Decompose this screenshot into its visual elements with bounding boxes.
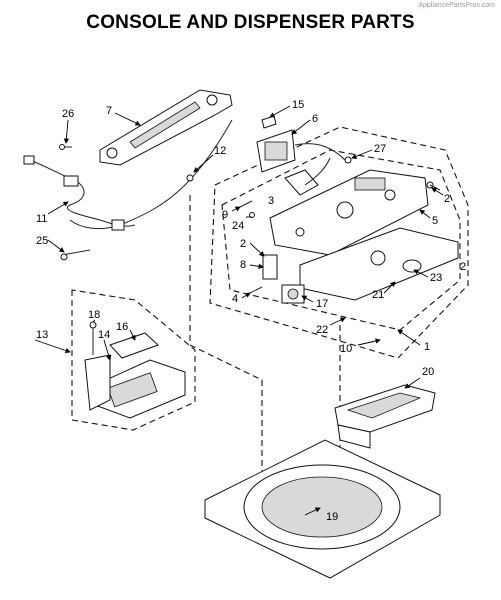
- label-part-2-top: 2: [444, 193, 450, 205]
- diagram-title: CONSOLE AND DISPENSER PARTS: [86, 12, 415, 33]
- label-part-9: 9: [222, 209, 228, 221]
- label-part-23: 23: [430, 272, 442, 284]
- part-25-wire-tie: [60, 249, 91, 261]
- part-9-hardware: [239, 200, 253, 208]
- label-part-2-right: 2: [460, 261, 466, 273]
- label-part-17: 17: [316, 298, 328, 310]
- part-27-screw: [344, 156, 352, 164]
- label-part-10: 10: [340, 343, 352, 355]
- label-part-18: 18: [88, 309, 100, 321]
- part-23-knob: [402, 259, 422, 273]
- label-part-15: 15: [292, 99, 304, 111]
- label-part-20: 20: [422, 366, 434, 378]
- part-8-lock: [262, 254, 278, 280]
- part-19-washer-top: [204, 439, 441, 579]
- part-20-dispenser-drawer: [334, 384, 436, 449]
- part-17-switch: [281, 284, 305, 304]
- label-part-19: 19: [326, 511, 338, 523]
- label-part-3: 3: [268, 195, 274, 207]
- watermark: AppliancePartsPros.com: [418, 2, 495, 9]
- part-24-hardware: [249, 212, 255, 218]
- part-3-switch: [284, 157, 331, 196]
- label-part-26: 26: [62, 108, 74, 120]
- part-7-console-cap: [99, 89, 233, 166]
- label-part-2-mid: 2: [240, 238, 246, 250]
- label-part-7: 7: [106, 105, 112, 117]
- part-13-bracket: [84, 354, 111, 411]
- part-11-wire-harness: [23, 119, 233, 231]
- label-part-21: 21: [372, 289, 384, 301]
- label-part-4: 4: [232, 293, 238, 305]
- label-part-24: 24: [232, 220, 244, 232]
- label-part-16: 16: [116, 321, 128, 333]
- label-part-8: 8: [240, 259, 246, 271]
- label-part-14: 14: [98, 329, 110, 341]
- label-part-12: 12: [214, 145, 226, 157]
- part-5-console-panel: [269, 169, 429, 256]
- part-15-clip: [261, 115, 277, 129]
- part-16-connector: [109, 332, 159, 359]
- part-26-screw: [59, 144, 72, 150]
- part-2-screw-top: [426, 181, 441, 191]
- label-part-11: 11: [36, 213, 47, 225]
- part-12-screw: [186, 174, 194, 182]
- label-part-27: 27: [374, 143, 386, 155]
- part-6-bracket: [256, 129, 346, 173]
- label-part-22: 22: [316, 324, 328, 336]
- console-inner-outline: [221, 149, 461, 331]
- console-assembly-outline: [209, 126, 469, 359]
- leader-lines: [34, 105, 444, 516]
- part-14-board: [94, 359, 186, 419]
- part-4-screw: [247, 286, 263, 295]
- label-part-5: 5: [432, 215, 438, 227]
- label-part-25: 25: [36, 235, 48, 247]
- label-part-1: 1: [424, 341, 430, 353]
- label-part-13: 13: [36, 329, 48, 341]
- label-part-6: 6: [312, 113, 318, 125]
- control-board-group-outline: [71, 289, 196, 431]
- connector-line-left: [189, 195, 263, 510]
- part-18-screw: [89, 321, 97, 355]
